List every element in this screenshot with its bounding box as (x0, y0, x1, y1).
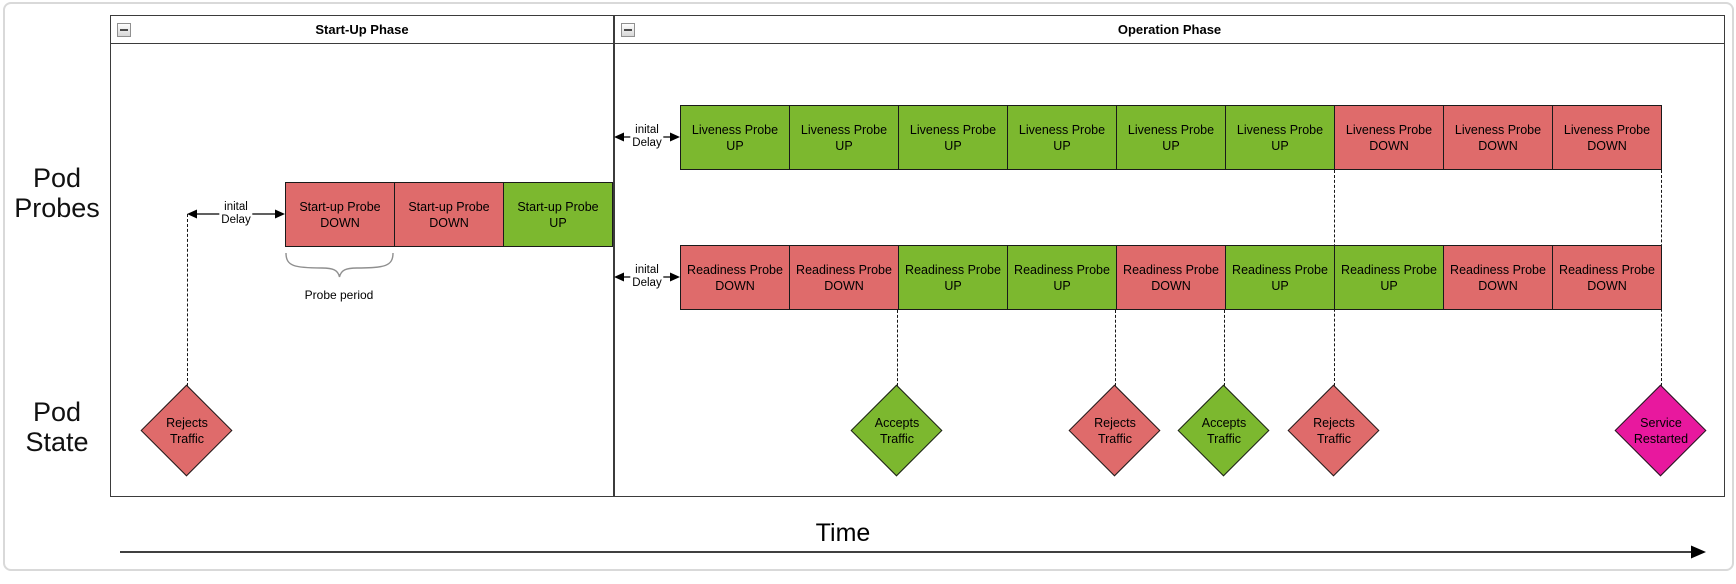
readiness-probe-box-3[interactable]: Readiness Probe UP (898, 245, 1008, 310)
readiness-probe-box-7[interactable]: Readiness Probe UP (1334, 245, 1444, 310)
diamond-label: Service Restarted (1633, 416, 1689, 446)
diamond-label: Rejects Traffic (166, 416, 208, 446)
readiness-probe-box-6[interactable]: Readiness Probe UP (1225, 245, 1335, 310)
readiness-probe-box-4[interactable]: Readiness Probe UP (1007, 245, 1117, 310)
operation-collapse-button[interactable] (621, 23, 635, 37)
liveness-probe-box-2[interactable]: Liveness Probe UP (789, 105, 899, 170)
time-axis-label: Time (815, 519, 871, 547)
pod-state-row-label: Pod State (25, 397, 89, 457)
liveness-probe-box-6[interactable]: Liveness Probe UP (1225, 105, 1335, 170)
state-change-dashed-connector-3 (1115, 310, 1116, 386)
minus-icon (624, 29, 632, 31)
time-arrowhead-icon (1691, 545, 1706, 559)
startup-collapse-button[interactable] (117, 23, 131, 37)
liveness-initial-delay-label: inital Delay (630, 124, 664, 150)
liveness-probe-box-9[interactable]: Liveness Probe DOWN (1552, 105, 1662, 170)
pod-probes-row-label: Pod Probes (14, 163, 100, 223)
startup-phase-title: Start-Up Phase (111, 16, 613, 44)
readiness-probe-box-2[interactable]: Readiness Probe DOWN (789, 245, 899, 310)
liveness-probe-box-3[interactable]: Liveness Probe UP (898, 105, 1008, 170)
liveness-probe-box-4[interactable]: Liveness Probe UP (1007, 105, 1117, 170)
readiness-probe-box-1[interactable]: Readiness Probe DOWN (680, 245, 790, 310)
startup-probe-box-2[interactable]: Start-up Probe DOWN (394, 182, 504, 247)
readiness-probe-box-5[interactable]: Readiness Probe DOWN (1116, 245, 1226, 310)
probe-period-label: Probe period (304, 288, 374, 302)
probe-period-brace (285, 252, 394, 278)
diamond-label: Accepts Traffic (1201, 416, 1247, 446)
readiness-initial-delay-label: inital Delay (630, 264, 664, 290)
readiness-probe-box-9[interactable]: Readiness Probe DOWN (1552, 245, 1662, 310)
minus-icon (120, 29, 128, 31)
startup-probe-box-3[interactable]: Start-up Probe UP (503, 182, 613, 247)
state-change-dashed-connector-2 (897, 310, 898, 386)
diamond-label: Accepts Traffic (874, 416, 920, 446)
state-change-dashed-connector-4 (1224, 310, 1225, 386)
diamond-label: Rejects Traffic (1094, 416, 1136, 446)
startup-probe-box-1[interactable]: Start-up Probe DOWN (285, 182, 395, 247)
startup-initial-delay-label: inital Delay (219, 201, 253, 227)
state-change-dashed-connector-1 (187, 214, 188, 386)
diamond-label: Rejects Traffic (1313, 416, 1355, 446)
liveness-probe-box-7[interactable]: Liveness Probe DOWN (1334, 105, 1444, 170)
readiness-probe-box-8[interactable]: Readiness Probe DOWN (1443, 245, 1553, 310)
liveness-probe-box-1[interactable]: Liveness Probe UP (680, 105, 790, 170)
liveness-probe-box-5[interactable]: Liveness Probe UP (1116, 105, 1226, 170)
liveness-probe-box-8[interactable]: Liveness Probe DOWN (1443, 105, 1553, 170)
operation-phase-title: Operation Phase (615, 16, 1724, 44)
